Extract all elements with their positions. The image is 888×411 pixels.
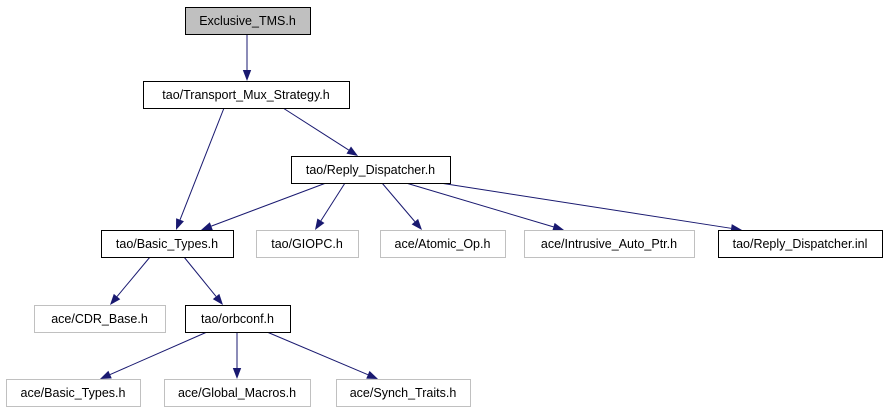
graph-edge-reply_dispatcher_h-to-ace_atomic_op [381, 182, 422, 230]
node-label: ace/Global_Macros.h [178, 386, 296, 400]
edge-line [320, 182, 346, 221]
graph-edge-tao_basic_types-to-tao_orbconf [183, 256, 223, 305]
edge-arrowhead-icon [212, 293, 223, 305]
edge-line [282, 107, 350, 151]
graph-edge-tao_orbconf-to-ace_basic_types [100, 331, 208, 379]
node-box[interactable] [185, 305, 291, 333]
node-label: ace/Intrusive_Auto_Ptr.h [541, 237, 677, 251]
edge-arrowhead-icon [232, 368, 242, 379]
node-box[interactable] [524, 230, 695, 258]
edge-arrowhead-icon [100, 370, 112, 379]
edge-line [381, 182, 416, 222]
edge-line [179, 107, 225, 220]
edge-line [109, 331, 208, 376]
node-box[interactable] [380, 230, 506, 258]
graph-node-reply_dispatcher_inl[interactable]: tao/Reply_Dispatcher.inl [718, 230, 883, 258]
node-label: tao/Reply_Dispatcher.inl [733, 237, 868, 251]
node-label: tao/GIOPC.h [271, 237, 343, 251]
graph-node-ace_basic_types[interactable]: ace/Basic_Types.h [6, 379, 141, 407]
graph-node-exclusive_tms[interactable]: Exclusive_TMS.h [185, 7, 311, 35]
node-label: ace/Basic_Types.h [21, 386, 126, 400]
graph-edge-reply_dispatcher_h-to-tao_giopc [315, 182, 346, 230]
edge-arrowhead-icon [315, 218, 325, 230]
node-label: ace/CDR_Base.h [51, 312, 148, 326]
graph-edge-reply_dispatcher_h-to-reply_dispatcher_inl [439, 182, 742, 233]
edge-line [439, 182, 732, 229]
edge-arrowhead-icon [366, 370, 378, 379]
graph-node-tao_giopc[interactable]: tao/GIOPC.h [256, 230, 359, 258]
node-box[interactable] [6, 379, 141, 407]
edge-arrowhead-icon [176, 218, 184, 230]
node-box[interactable] [143, 81, 350, 109]
node-label: tao/Transport_Mux_Strategy.h [162, 88, 329, 102]
node-box[interactable] [34, 305, 166, 333]
graph-node-ace_global_macros[interactable]: ace/Global_Macros.h [164, 379, 311, 407]
graph-node-tao_orbconf[interactable]: tao/orbconf.h [185, 305, 291, 333]
graph-edge-tao_basic_types-to-ace_cdr_base [110, 256, 151, 305]
graph-node-reply_dispatcher_h[interactable]: tao/Reply_Dispatcher.h [291, 156, 451, 184]
node-label: ace/Synch_Traits.h [350, 386, 457, 400]
node-box[interactable] [164, 379, 311, 407]
node-box[interactable] [291, 156, 451, 184]
edge-line [405, 182, 554, 228]
graph-edge-transport_mux-to-reply_dispatcher_h [282, 107, 358, 156]
edge-arrowhead-icon [411, 218, 422, 230]
edge-line [266, 331, 369, 376]
graph-edge-reply_dispatcher_h-to-ace_intrusive_auto [405, 182, 564, 231]
edge-arrowhead-icon [201, 222, 213, 231]
graph-nodes-layer: Exclusive_TMS.h tao/Transport_Mux_Strateg… [6, 7, 883, 407]
graph-edge-tao_orbconf-to-ace_synch_traits [266, 331, 378, 379]
edge-arrowhead-icon [552, 222, 564, 231]
graph-edge-reply_dispatcher_h-to-tao_basic_types [201, 182, 327, 231]
graph-node-tao_basic_types[interactable]: tao/Basic_Types.h [101, 230, 234, 258]
edge-line [183, 256, 217, 297]
edge-line [211, 182, 327, 227]
node-box[interactable] [185, 7, 311, 35]
node-box[interactable] [256, 230, 359, 258]
node-label: Exclusive_TMS.h [199, 14, 296, 28]
graph-node-ace_intrusive_auto[interactable]: ace/Intrusive_Auto_Ptr.h [524, 230, 695, 258]
node-label: ace/Atomic_Op.h [395, 237, 491, 251]
node-label: tao/orbconf.h [201, 312, 274, 326]
node-box[interactable] [101, 230, 234, 258]
graph-node-transport_mux[interactable]: tao/Transport_Mux_Strategy.h [143, 81, 350, 109]
edge-arrowhead-icon [346, 146, 358, 156]
node-box[interactable] [336, 379, 471, 407]
graph-node-ace_cdr_base[interactable]: ace/CDR_Base.h [34, 305, 166, 333]
graph-edge-tao_orbconf-to-ace_global_macros [232, 332, 242, 379]
graph-node-ace_atomic_op[interactable]: ace/Atomic_Op.h [380, 230, 506, 258]
node-label: tao/Reply_Dispatcher.h [306, 163, 435, 177]
edge-arrowhead-icon [110, 293, 121, 305]
edge-arrowhead-icon [242, 70, 252, 81]
graph-node-ace_synch_traits[interactable]: ace/Synch_Traits.h [336, 379, 471, 407]
graph-edges-layer [100, 34, 742, 379]
node-box[interactable] [718, 230, 883, 258]
graph-edge-transport_mux-to-tao_basic_types [176, 107, 225, 230]
edge-line [116, 256, 151, 297]
node-label: tao/Basic_Types.h [116, 237, 218, 251]
graph-edge-exclusive_tms-to-transport_mux [242, 34, 252, 81]
